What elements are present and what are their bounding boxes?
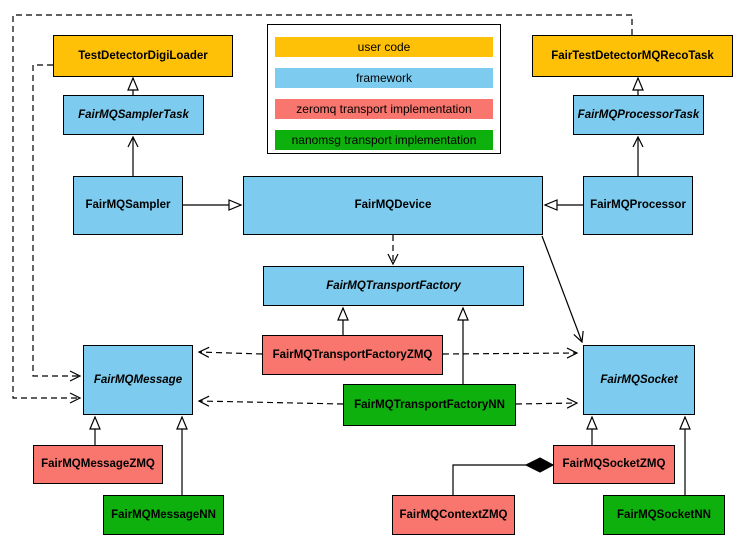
edge-contextzmq-to-socketzmq	[452, 464, 526, 495]
node-fairmqprocessor: FairMQProcessor	[583, 176, 693, 235]
node-label: FairMQProcessorTask	[577, 108, 700, 121]
node-fairmqprocessortask: FairMQProcessorTask	[573, 95, 704, 135]
node-label: FairMQTransportFactoryZMQ	[272, 348, 433, 361]
node-fairmqmessagezmq: FairMQMessageZMQ	[33, 445, 163, 484]
node-fairmqcontextzmq: FairMQContextZMQ	[392, 495, 515, 535]
node-fairmqsampler: FairMQSampler	[73, 176, 183, 235]
legend-label: framework	[355, 71, 412, 85]
node-label: FairMQSocket	[600, 373, 678, 386]
node-label: FairMQTransportFactoryNN	[354, 398, 505, 411]
node-label: FairMQMessageZMQ	[41, 458, 155, 471]
legend-label: user code	[357, 40, 411, 54]
node-label: FairTestDetectorMQRecoTask	[551, 49, 714, 62]
node-label: FairMQSamplerTask	[78, 108, 189, 121]
edge-tfnn-to-message	[197, 395, 344, 407]
node-label: TestDetectorDigiLoader	[78, 49, 208, 62]
node-label: FairMQSocketNN	[617, 508, 711, 521]
node-label: FairMQDevice	[354, 199, 432, 212]
legend-item-zeromq: zeromq transport implementation	[275, 99, 493, 119]
node-fairmqmessage: FairMQMessage	[83, 345, 193, 415]
legend: user code framework zeromq transport imp…	[267, 24, 501, 154]
edge-recotask-to-message	[12, 14, 633, 404]
node-label: FairMQContextZMQ	[399, 508, 508, 521]
node-fairmqtransportfactorynn: FairMQTransportFactoryNN	[343, 384, 516, 426]
edge-digiloader-to-message	[32, 64, 82, 382]
node-label: FairMQMessageNN	[111, 508, 216, 521]
legend-item-user-code: user code	[275, 37, 493, 57]
node-fairmqmessagenn: FairMQMessageNN	[103, 495, 224, 535]
edge-device-to-socket	[541, 235, 584, 344]
node-fairtestdetectormqrecotask: FairTestDetectorMQRecoTask	[532, 35, 733, 77]
legend-label: zeromq transport implementation	[296, 102, 472, 116]
node-testdetectordigiloader: TestDetectorDigiLoader	[53, 35, 233, 77]
node-label: FairMQSocketZMQ	[562, 458, 666, 471]
node-fairmqdevice: FairMQDevice	[243, 176, 543, 235]
node-fairmqsocketnn: FairMQSocketNN	[603, 495, 725, 535]
node-fairmqsocket: FairMQSocket	[583, 345, 695, 415]
legend-item-framework: framework	[275, 68, 493, 88]
node-label: FairMQProcessor	[590, 199, 686, 212]
composition-diamond	[524, 457, 555, 473]
node-fairmqtransportfactory: FairMQTransportFactory	[263, 266, 524, 306]
node-fairmqsamplertask: FairMQSamplerTask	[63, 95, 204, 135]
node-label: FairMQTransportFactory	[326, 279, 461, 292]
edge-tfzmq-to-message	[197, 346, 263, 358]
node-label: FairMQMessage	[93, 373, 183, 386]
edge-tfnn-to-socket	[515, 397, 579, 409]
node-fairmqsocketzmq: FairMQSocketZMQ	[553, 445, 675, 484]
legend-label: nanomsg transport implementation	[291, 133, 477, 147]
legend-item-nanomsg: nanomsg transport implementation	[275, 130, 493, 150]
edge-tfzmq-to-socket	[442, 347, 579, 359]
node-fairmqtransportfactoryzmq: FairMQTransportFactoryZMQ	[262, 335, 443, 375]
node-label: FairMQSampler	[85, 199, 171, 212]
